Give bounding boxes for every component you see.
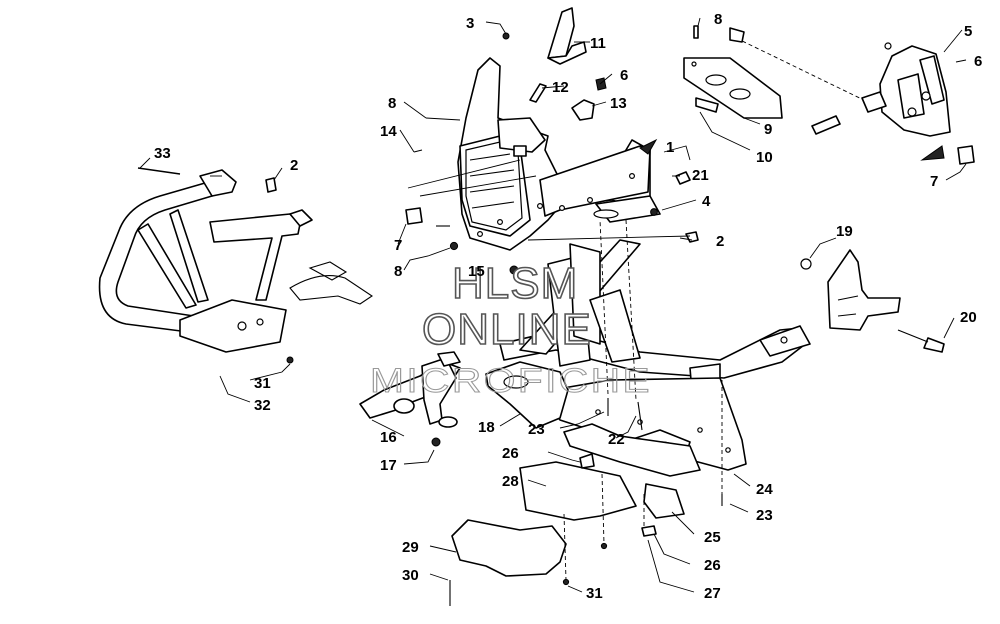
callout-7: 7: [930, 173, 938, 190]
callout-10: 10: [756, 149, 773, 166]
watermark-line-1: HLSM: [452, 259, 578, 308]
callout-28: 28: [502, 473, 519, 490]
callout-22: 22: [608, 431, 625, 448]
callout-2: 2: [716, 233, 724, 250]
callout-23: 23: [528, 421, 545, 438]
callout-31: 31: [586, 585, 603, 602]
bracket-assembly: [729, 27, 975, 165]
steering-support: [359, 351, 461, 428]
callout-14: 14: [380, 123, 397, 140]
callout-16: 16: [380, 429, 397, 446]
callout-24: 24: [756, 481, 773, 498]
top-plate: [683, 57, 783, 119]
callout-19: 19: [836, 223, 853, 240]
mount-bracket: [571, 99, 595, 121]
callout-3: 3: [466, 15, 474, 32]
callout-31: 31: [254, 375, 271, 392]
front-bulkhead-frame: [457, 57, 661, 275]
callout-20: 20: [960, 309, 977, 326]
callout-23: 23: [756, 507, 773, 524]
callout-2: 2: [290, 157, 298, 174]
shield-plate: [519, 461, 637, 521]
callout-18: 18: [478, 419, 495, 436]
watermark-line-3: MICROFICHE: [370, 362, 652, 400]
callout-6: 6: [620, 67, 628, 84]
callout-labels: 1 2 2 3 4 5 6 6 7 7 8 8 8 9 10 11 12 13 …: [154, 11, 982, 602]
callout-15: 15: [468, 263, 485, 280]
guard-plate: [563, 423, 701, 477]
front-bumper: [98, 169, 373, 353]
side-shield: [643, 483, 685, 519]
callout-11: 11: [590, 35, 606, 52]
leader-lines: [139, 17, 967, 593]
seal-plate: [547, 7, 587, 65]
side-panel: [827, 249, 901, 331]
callout-7: 7: [394, 237, 402, 254]
callout-8: 8: [394, 263, 402, 280]
callout-29: 29: [402, 539, 419, 556]
callout-27: 27: [704, 585, 721, 602]
callout-1: 1: [666, 139, 674, 156]
callout-5: 5: [964, 23, 972, 40]
callout-21: 21: [692, 167, 709, 184]
seal-strip: [529, 83, 547, 103]
callout-33: 33: [154, 145, 171, 162]
watermark-line-2: ONLINE: [422, 305, 592, 354]
callout-13: 13: [610, 95, 627, 112]
callout-30: 30: [402, 567, 419, 584]
callout-9: 9: [764, 121, 772, 138]
watermark: HLSM ONLINE MICROFICHE: [370, 258, 652, 400]
callout-26: 26: [502, 445, 519, 462]
callout-4: 4: [702, 193, 711, 210]
callout-8: 8: [714, 11, 722, 28]
callout-12: 12: [552, 79, 569, 96]
hardware: [137, 25, 945, 606]
callout-8: 8: [388, 95, 396, 112]
callout-6: 6: [974, 53, 982, 70]
callout-32: 32: [254, 397, 271, 414]
callout-25: 25: [704, 529, 721, 546]
lower-guard: [451, 519, 567, 577]
callout-26: 26: [704, 557, 721, 574]
callout-17: 17: [380, 457, 397, 474]
